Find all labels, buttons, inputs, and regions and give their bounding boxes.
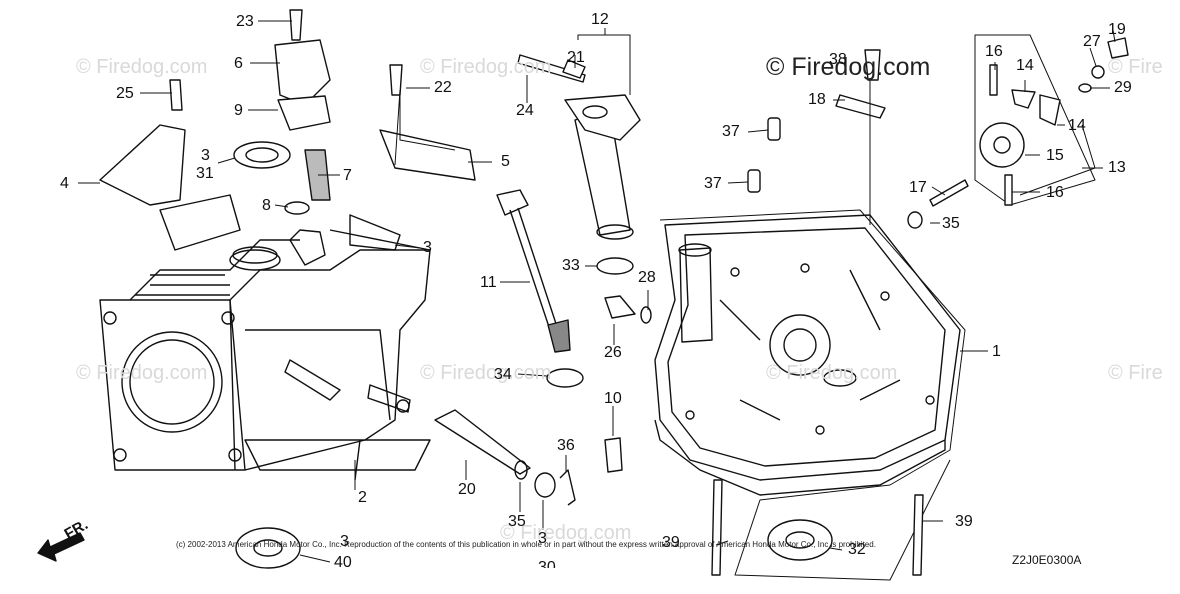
dowel-pin-37b [747,169,761,193]
washer-27 [1091,65,1105,79]
bolt-38 [864,49,881,81]
breather-cover [274,39,331,106]
clip-29 [1078,83,1092,93]
callout-6: 6 [234,55,243,72]
diagram-code: Z2J0E0300A [1012,553,1082,567]
callout-29: 29 [1114,79,1132,96]
callout-22: 22 [434,79,452,96]
governor-gear-15 [979,122,1025,168]
bolt-39-left [711,479,723,576]
callout-4: 4 [60,175,69,192]
callout-26: 26 [604,344,622,361]
front-direction-arrow [37,532,85,562]
callout-35: 35 [942,215,960,232]
callout-8: 8 [262,197,271,214]
oil-seal-31-inner [245,147,279,163]
callout-14: 14 [1068,117,1086,134]
leader-lines [78,20,1116,563]
callout-3: 3 [201,147,210,164]
callout-7: 7 [343,167,352,184]
callout-23: 23 [236,13,254,30]
callout-36: 36 [557,437,575,454]
copyright-notice: (c) 2002-2013 American Honda Motor Co., … [176,540,876,549]
cap-8 [284,201,310,215]
callout-37: 37 [722,123,740,140]
bolt-39-right [912,494,924,576]
callout-14: 14 [1016,57,1034,74]
callout-21: 21 [567,49,585,66]
callout-31: 31 [196,165,214,182]
callout-38: 38 [829,51,847,68]
guide-plate-4 [99,124,186,206]
callout-3: 3 [340,533,349,550]
weight-14b [1039,94,1061,126]
breather-gasket [277,95,331,131]
oil-filler-pipe [564,94,641,240]
reed-valve-7 [304,149,331,201]
bolt-23 [289,9,303,41]
callout-1: 1 [992,343,1001,360]
dowel-pin-37a [767,117,781,141]
o-ring-33 [596,257,634,275]
callout-10: 10 [604,390,622,407]
callout-11: 11 [480,274,497,291]
clip-36 [559,469,576,506]
oil-seal-32 [767,519,833,561]
callout-34: 34 [494,366,512,383]
bearing-40 [235,527,301,569]
callout-17: 17 [909,179,927,196]
callout-33: 33 [562,257,580,274]
callout-3: 3 [423,239,432,256]
callout-15: 15 [1046,147,1064,164]
callout-13: 13 [1108,159,1126,176]
bolt-26 [604,295,636,319]
washer-28 [640,306,652,324]
bushing-3 [534,472,556,498]
callout-24: 24 [516,102,534,119]
o-ring-34 [546,368,584,388]
callout-18: 18 [808,91,826,108]
callout-3: 3 [538,530,547,547]
bolt-25 [169,79,183,111]
callout-5: 5 [501,153,510,170]
bolt-24 [517,54,586,83]
callout-28: 28 [638,269,656,286]
callout-30-partial: 30 [538,559,556,576]
shaft-17 [929,179,969,207]
callout-27: 27 [1083,33,1101,50]
callout-16: 16 [1046,184,1064,201]
callout-40: 40 [334,554,352,571]
callout-20: 20 [458,481,476,498]
pin-21 [562,59,586,79]
callout-2: 2 [358,489,367,506]
dipstick [496,189,571,353]
callout-19: 19 [1108,21,1126,38]
crankcase-cover [654,214,961,496]
callout-35: 35 [508,513,526,530]
governor-shaft-20 [434,409,531,475]
cover-outline-frame [659,209,966,581]
callout-32: 32 [848,541,866,558]
breather-plate-5 [379,129,476,181]
governor-assembly-frame [974,34,1096,206]
holder-19 [1107,37,1129,59]
callout-25: 25 [116,85,134,102]
washer-35 [514,460,528,480]
callout-39: 39 [662,534,680,551]
callout-39: 39 [955,513,973,530]
callout-12: 12 [591,11,609,28]
washer-35b [907,211,923,229]
weight-14a [1011,89,1036,109]
cylinder-block [99,194,431,481]
callout-37: 37 [704,175,722,192]
pin-10 [604,437,623,473]
pin-16b [1004,174,1013,206]
plate-18 [835,94,886,119]
callout-16: 16 [985,43,1003,60]
pin-16a [989,64,998,96]
callout-9: 9 [234,102,243,119]
oil-seal-31 [233,141,291,169]
